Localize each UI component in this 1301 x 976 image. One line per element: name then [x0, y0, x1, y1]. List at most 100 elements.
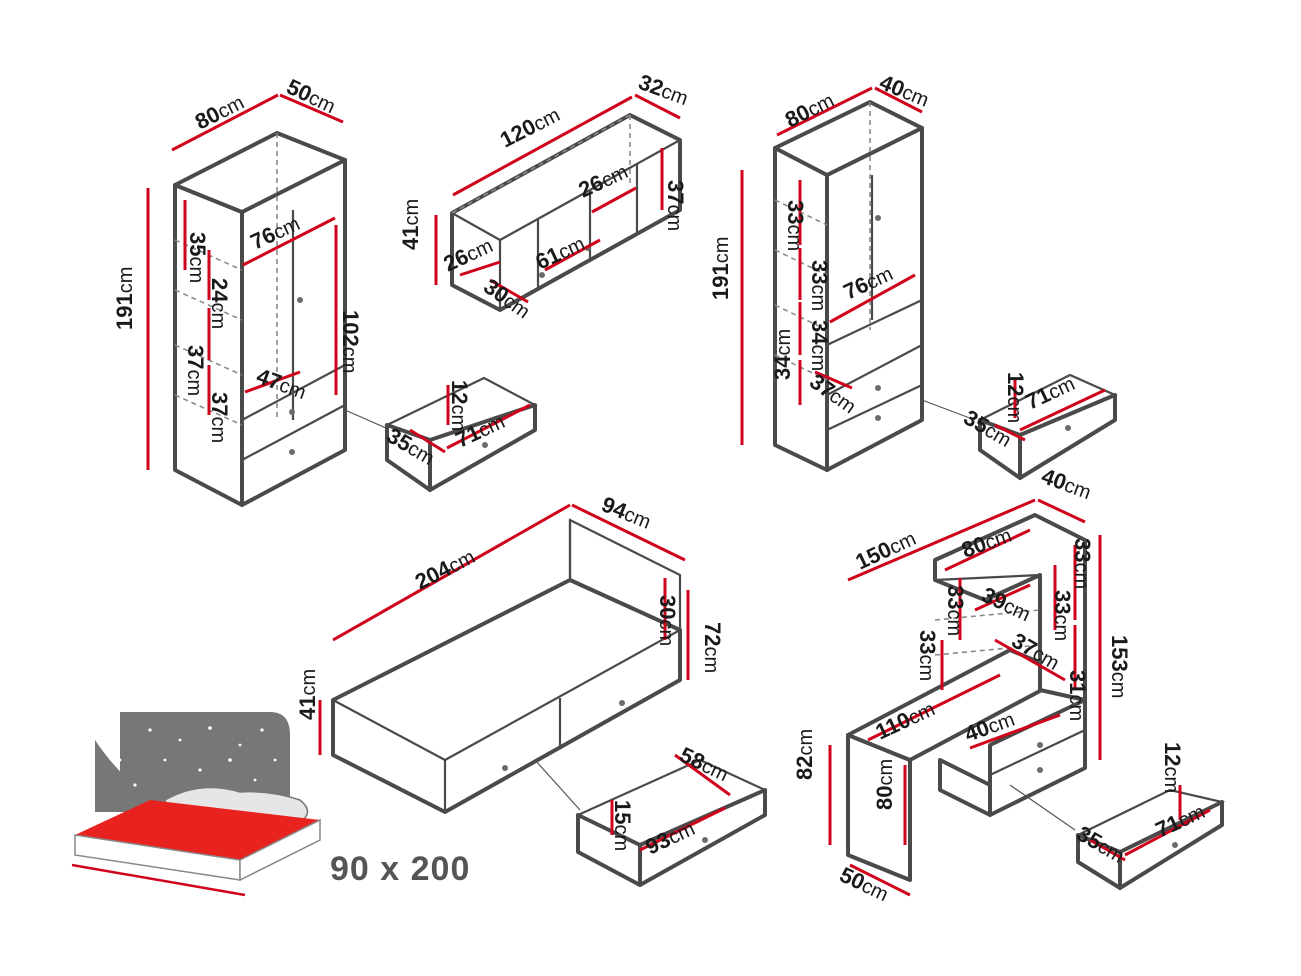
- dimension-label-desk-width: 150cm: [852, 525, 920, 574]
- dimension-value: 30: [655, 595, 680, 619]
- dimension-label-desk-153: 153cm: [1107, 635, 1132, 698]
- dimension-label-wardrobe-depth: 50cm: [283, 74, 340, 118]
- dimension-unit: cm: [207, 416, 229, 443]
- wall-cabinet-illustration: [434, 93, 682, 312]
- dimension-unit: cm: [1050, 614, 1072, 641]
- dimension-value: 12: [1003, 372, 1028, 396]
- dimension-value: 191: [112, 293, 137, 330]
- dimension-value: 37: [183, 345, 208, 369]
- dimension-label-wardrobe-shelf-37b: 37cm: [207, 392, 232, 443]
- dimension-label-wall-width: 120cm: [496, 101, 564, 152]
- dimension-label-wall-depth: 32cm: [635, 69, 692, 110]
- dimension-value: 12: [447, 380, 472, 404]
- dimension-value: 33: [1070, 538, 1095, 562]
- dimension-unit: cm: [1107, 672, 1129, 699]
- desk-illustration: [828, 498, 1102, 897]
- dimension-label-bed-length: 204cm: [411, 543, 479, 594]
- dimension-unit: cm: [1065, 694, 1087, 721]
- dimension-value: 80: [872, 786, 897, 810]
- dimension-unit: cm: [447, 404, 469, 431]
- dimension-label-wall-height-41: 41cm: [398, 199, 423, 250]
- dimension-value: 102: [338, 310, 363, 347]
- dimension-unit: cm: [207, 302, 229, 329]
- dimension-unit: cm: [298, 669, 320, 696]
- dimension-label-wardrobe-height: 191cm: [112, 267, 137, 330]
- dimension-unit: cm: [807, 284, 829, 311]
- dimension-unit: cm: [610, 824, 632, 851]
- bed-size-icon: [71, 712, 321, 897]
- dimension-unit: cm: [773, 329, 795, 356]
- dimension-unit: cm: [700, 646, 722, 673]
- dimension-label-shelf-33b: 33cm: [807, 260, 832, 311]
- dimension-label-desk-31: 31cm: [1065, 670, 1090, 721]
- dimension-unit: cm: [1003, 396, 1025, 423]
- bed-size-label: 90 x 200: [330, 850, 471, 888]
- dimension-label-bed-width: 94cm: [598, 491, 655, 533]
- dimension-unit: cm: [655, 619, 677, 646]
- dimension-unit: cm: [943, 609, 965, 636]
- dimension-label-desk-82: 82cm: [792, 729, 817, 780]
- dimension-label-bed-drawer-15: 15cm: [610, 800, 635, 851]
- dimension-unit: cm: [807, 344, 829, 371]
- dimension-unit: cm: [783, 224, 805, 251]
- dimension-value: 37: [207, 392, 232, 416]
- dimension-value: 34: [807, 320, 832, 345]
- dimension-label-bed-head-30: 30cm: [655, 595, 680, 646]
- dimension-label-bed-head-72: 72cm: [700, 622, 725, 673]
- dimension-unit: cm: [795, 729, 817, 756]
- dimension-label-desk-33a: 33cm: [1070, 538, 1095, 589]
- bed-drawer-illustration: [575, 753, 768, 887]
- dimension-value: 82: [792, 756, 817, 780]
- dimension-value: 41: [295, 696, 320, 720]
- dimension-label-desk-33b: 33cm: [943, 585, 968, 636]
- dimension-label-wall-height-37: 37cm: [663, 180, 688, 231]
- dimension-label-drawer1-height: 12cm: [447, 380, 472, 431]
- dimension-labels: 80cm50cm191cm76cm35cm24cm37cm37cm102cm47…: [112, 69, 1208, 906]
- wardrobe-illustration: [146, 93, 396, 507]
- dimension-label-shelf-34a: 34cm: [807, 320, 832, 371]
- dimension-value: 12: [1160, 742, 1185, 766]
- dimension-label-wardrobe-shelf-37a: 37cm: [183, 345, 208, 396]
- dimension-label-desk-leg-80: 80cm: [872, 759, 897, 810]
- dimension-value: 37: [663, 180, 688, 204]
- dimension-unit: cm: [1070, 562, 1092, 589]
- dimension-label-wardrobe-width: 80cm: [191, 89, 248, 134]
- dimension-unit: cm: [115, 267, 137, 294]
- dimension-value: 33: [943, 585, 968, 609]
- bed-illustration: [318, 503, 690, 814]
- dimension-label-wardrobe-shelf-35: 35cm: [185, 232, 210, 283]
- dimension-label-shelf-depth: 40cm: [876, 69, 933, 111]
- dimension-label-wardrobe-shelf-24: 24cm: [207, 278, 232, 329]
- dimension-value: 72: [700, 622, 725, 646]
- dimension-unit: cm: [658, 80, 691, 110]
- dimension-value: 24: [207, 278, 232, 303]
- dimension-unit: cm: [401, 199, 423, 226]
- dimension-label-shelf-height: 191cm: [708, 237, 733, 300]
- dimension-label-shelf-33a: 33cm: [783, 200, 808, 251]
- dimension-value: 41: [398, 226, 423, 250]
- dimension-unit: cm: [1061, 474, 1094, 504]
- drawer-3-illustration: [1075, 785, 1226, 890]
- dimension-unit: cm: [1160, 766, 1182, 793]
- dimension-value: 191: [708, 263, 733, 300]
- dimension-unit: cm: [711, 237, 733, 264]
- dimension-value: 31: [1065, 670, 1090, 694]
- dimension-unit: cm: [185, 256, 207, 283]
- dimension-label-desk-33c: 33cm: [1050, 590, 1075, 641]
- dimension-label-desk-depth: 40cm: [1038, 463, 1095, 504]
- dimension-label-bed-height-41: 41cm: [295, 669, 320, 720]
- dimension-value: 33: [915, 630, 940, 654]
- bookshelf-illustration: [740, 86, 976, 472]
- dimension-value: 33: [807, 260, 832, 284]
- dimension-value: 15: [610, 800, 635, 824]
- dimension-label-wardrobe-hang-102: 102cm: [338, 310, 363, 373]
- dimension-label-bed-drawer-58: 58cm: [676, 742, 733, 786]
- drawer-2-illustration: [977, 373, 1118, 480]
- dimension-value: 33: [783, 200, 808, 224]
- drawer-1-illustration: [384, 376, 538, 492]
- dimension-value: 35: [185, 232, 210, 256]
- dimension-value: 33: [1050, 590, 1075, 614]
- dimension-unit: cm: [915, 654, 937, 681]
- dimension-label-desk-33d: 33cm: [915, 630, 940, 681]
